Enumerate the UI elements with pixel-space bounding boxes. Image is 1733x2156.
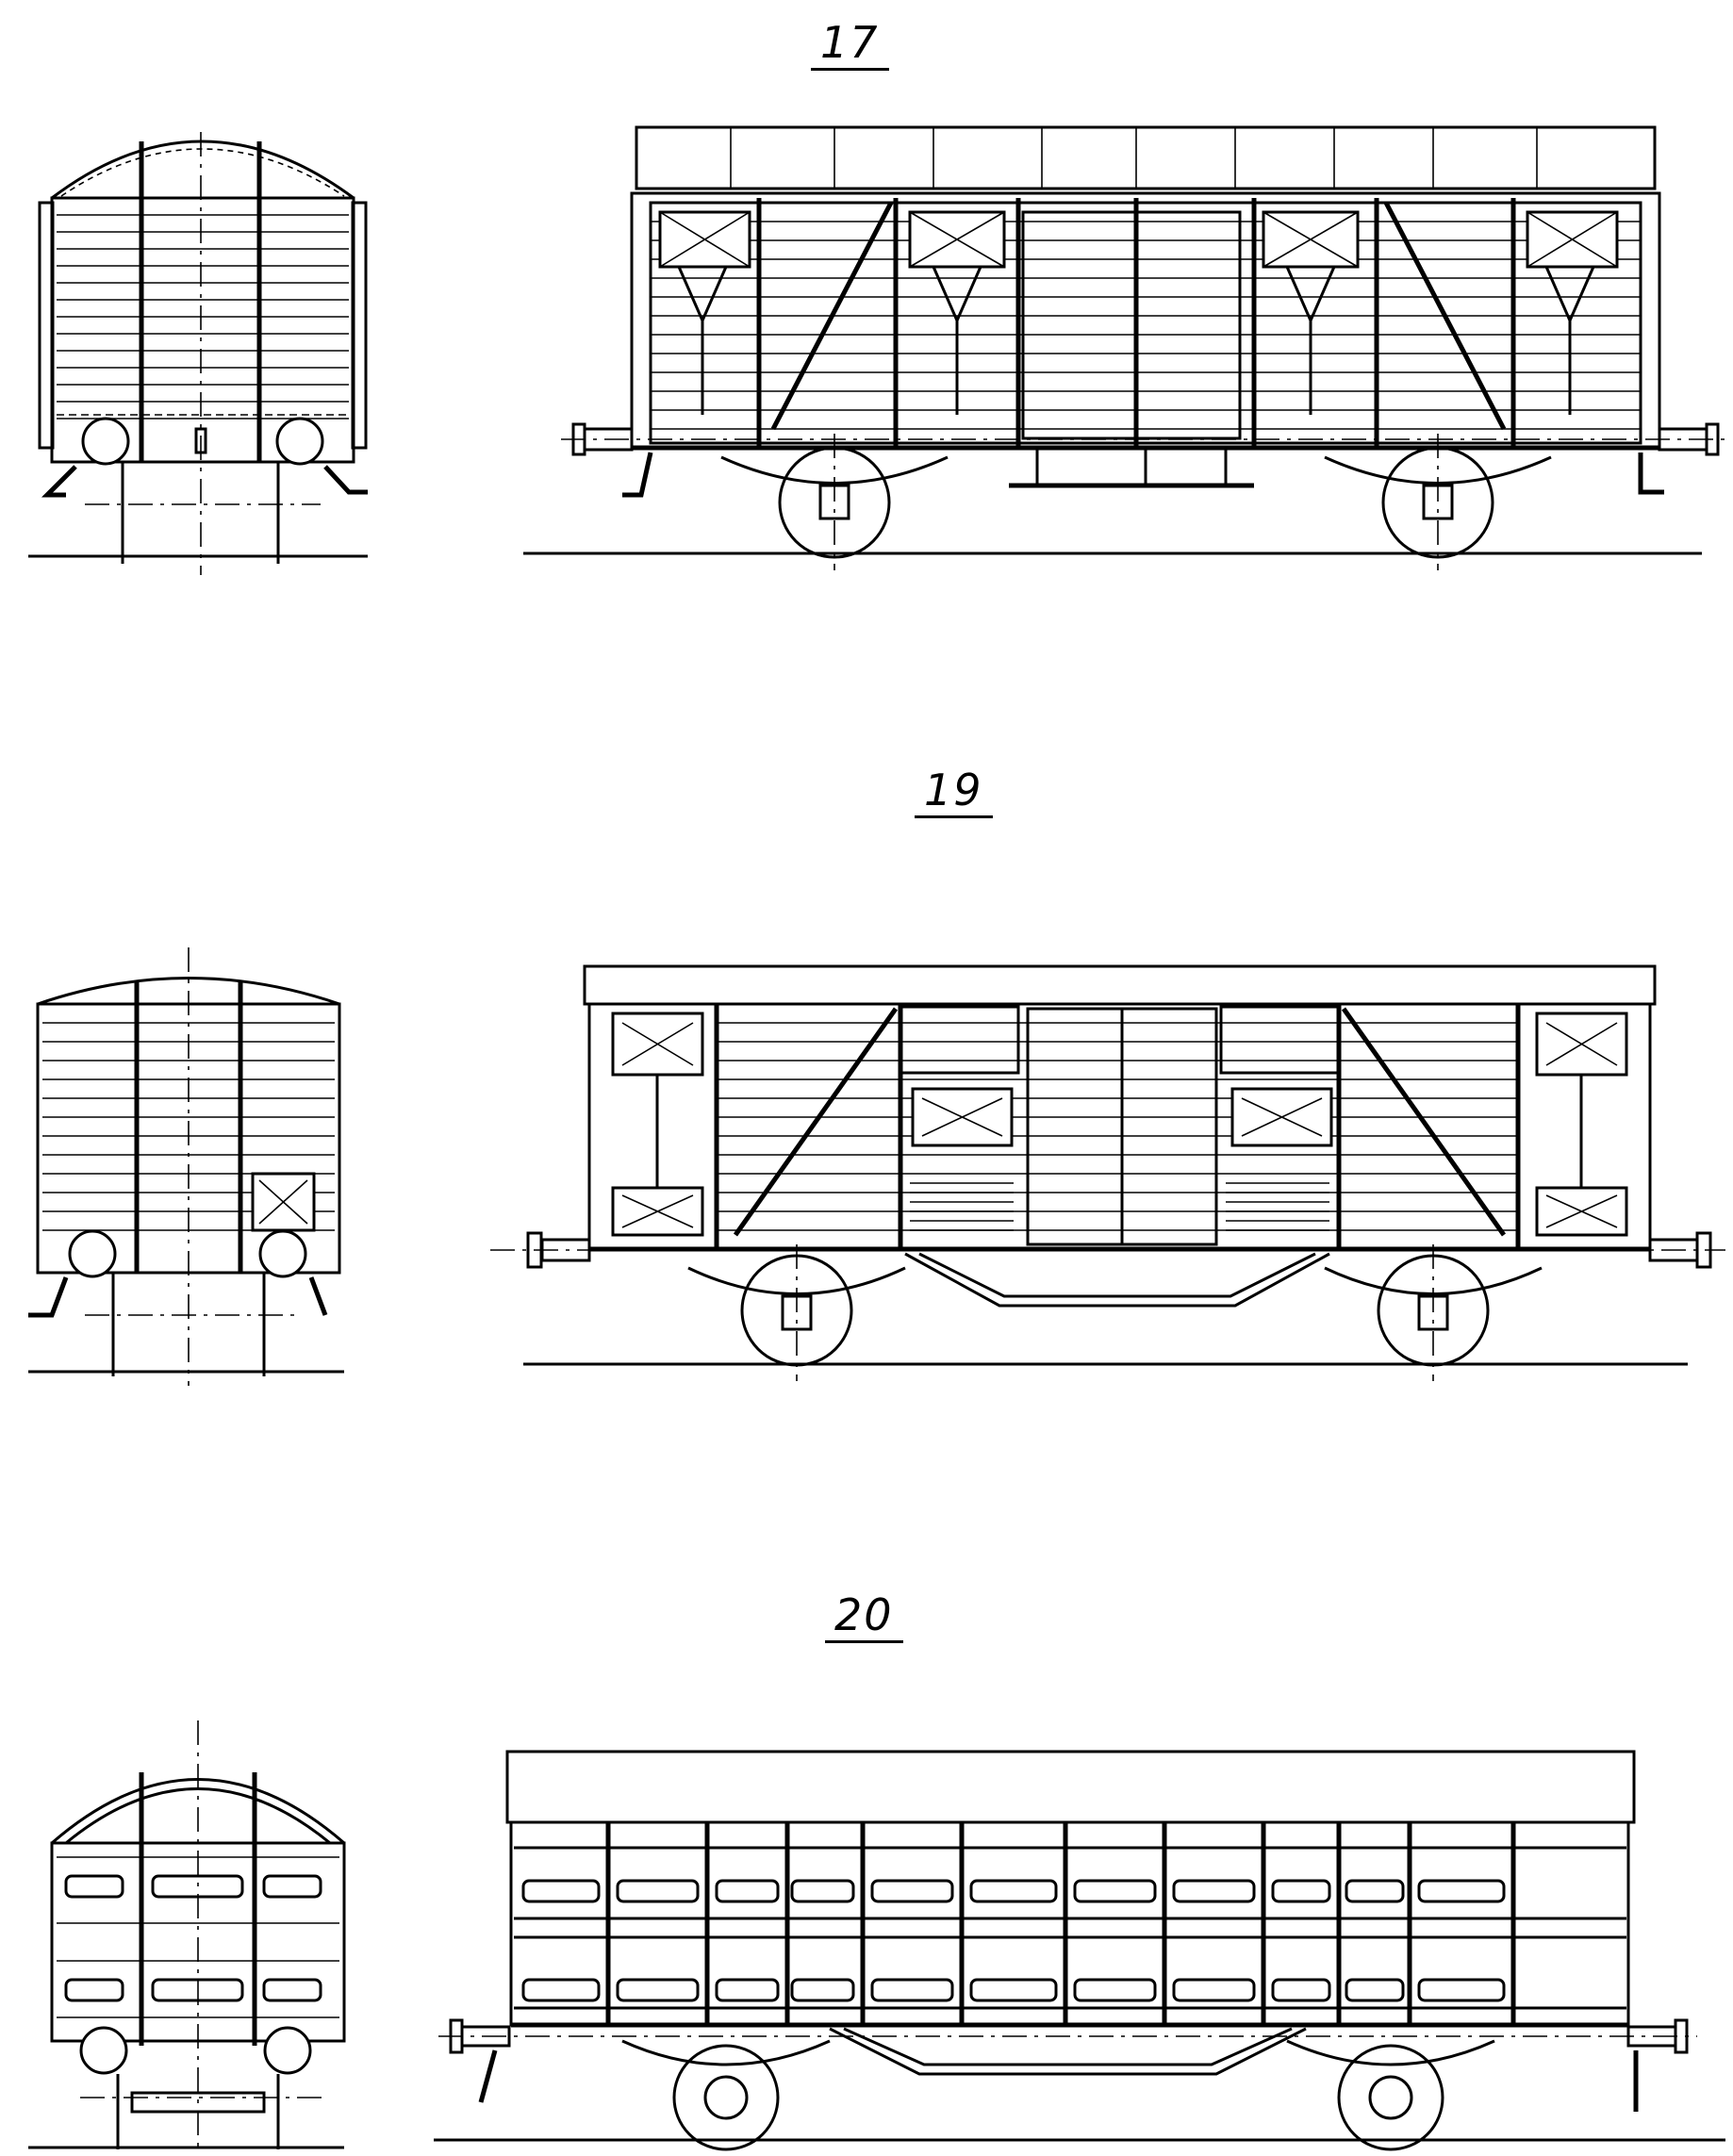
figure-label-17: 17 — [811, 21, 889, 71]
wagon-19-side-view — [490, 964, 1725, 1381]
wagon-17-end-view — [28, 132, 368, 575]
wagon-17-side-view — [523, 125, 1725, 570]
planks — [717, 1022, 1518, 1231]
wagon-20-end-view — [28, 1720, 346, 2154]
figure-label-20: 20 — [825, 1593, 903, 1643]
slots — [64, 1874, 322, 2002]
vent-windows — [611, 1012, 1628, 1237]
louvres — [910, 1182, 1329, 1231]
planks — [651, 221, 1641, 430]
slots — [521, 1879, 1506, 2002]
vent-windows — [658, 210, 1619, 415]
figure-label-19: 19 — [915, 768, 993, 818]
planks — [57, 214, 349, 420]
wagon-19-end-view — [28, 947, 344, 1386]
wagon-20-side-view — [434, 1750, 1725, 2151]
